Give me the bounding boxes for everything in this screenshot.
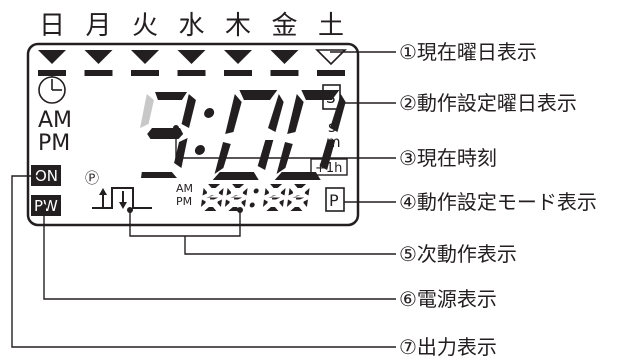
next-pm: PM bbox=[176, 195, 192, 208]
weekday-bar bbox=[224, 70, 252, 76]
seven-segment bbox=[286, 199, 292, 207]
seven-segment bbox=[292, 195, 305, 200]
weekday-bar bbox=[317, 70, 345, 76]
seven-segment bbox=[226, 188, 232, 196]
program-mark: Ⓟ bbox=[85, 171, 99, 187]
weekday-label: 土 bbox=[318, 11, 344, 41]
weekday-triangle bbox=[177, 50, 206, 64]
weekday-bar bbox=[177, 70, 206, 76]
seven-segment bbox=[218, 188, 224, 196]
p-box-label: P bbox=[329, 191, 339, 210]
s-box-indicator bbox=[322, 84, 341, 110]
callout-2: ②動作設定曜日表示 bbox=[399, 91, 577, 115]
seven-segment bbox=[206, 195, 219, 200]
seven-segment bbox=[279, 199, 284, 207]
am-indicator: AM bbox=[38, 108, 72, 133]
weekday-triangle bbox=[270, 50, 299, 64]
weekday-label: 火 bbox=[132, 11, 158, 41]
next-time-digits bbox=[200, 184, 310, 211]
weekday-bar bbox=[38, 70, 66, 76]
weekday-label: 水 bbox=[179, 11, 205, 41]
p-box-indicator bbox=[325, 187, 345, 212]
seven-segment bbox=[270, 184, 283, 188]
pm-indicator: PM bbox=[38, 131, 70, 156]
seven-segment bbox=[241, 199, 246, 207]
weekday-triangle bbox=[315, 49, 347, 66]
weekday-labels: 日月火水木金土 bbox=[39, 11, 344, 41]
on-badge-label: ON bbox=[35, 167, 58, 185]
plus1h-box bbox=[310, 158, 348, 176]
on-badge bbox=[31, 165, 61, 186]
seven-segment bbox=[208, 184, 221, 188]
seven-segment bbox=[204, 207, 217, 211]
small-colon-dot bbox=[253, 188, 259, 194]
seconds-unit: s bbox=[328, 118, 336, 136]
seven-segment bbox=[290, 207, 303, 211]
seven-segment bbox=[294, 184, 307, 188]
weekday-label: 木 bbox=[225, 11, 251, 41]
callout-3: ③現在時刻 bbox=[399, 146, 497, 170]
seven-segment bbox=[268, 195, 281, 200]
seven-segment bbox=[288, 188, 294, 196]
s-box-label: S bbox=[326, 89, 336, 107]
seven-segment bbox=[303, 199, 308, 207]
seven-segment bbox=[264, 188, 270, 196]
callout-6: ⑥電源表示 bbox=[399, 287, 497, 311]
weekday-bar bbox=[270, 70, 299, 76]
callout-7: ⑦出力表示 bbox=[399, 335, 497, 359]
next-action-arrows bbox=[92, 187, 152, 209]
clock-icon bbox=[38, 74, 66, 104]
weekday-triangle bbox=[131, 50, 159, 64]
weekday-label: 日 bbox=[39, 11, 65, 41]
seven-segment bbox=[280, 188, 286, 196]
weekday-bar bbox=[84, 70, 113, 76]
weekday-label: 金 bbox=[272, 11, 298, 41]
leader-lines bbox=[11, 51, 396, 348]
callout-5: ⑤次動作表示 bbox=[399, 242, 517, 266]
weekday-triangle bbox=[224, 50, 252, 64]
weekday-indicators bbox=[38, 49, 347, 76]
seven-segment bbox=[200, 199, 206, 207]
minutes-unit: m bbox=[326, 133, 341, 151]
small-colon-dot bbox=[249, 202, 255, 208]
callout-4: ④動作設定モード表示 bbox=[399, 190, 597, 214]
plus1h-label: +1h bbox=[315, 161, 342, 176]
seven-segment bbox=[242, 188, 248, 196]
weekday-triangle bbox=[38, 50, 66, 64]
seven-segment bbox=[266, 207, 279, 211]
seven-segment bbox=[202, 188, 208, 196]
weekday-triangle bbox=[84, 50, 113, 64]
weekday-label: 月 bbox=[86, 11, 112, 41]
callout-1: ①現在曜日表示 bbox=[399, 40, 537, 64]
seven-segment bbox=[304, 188, 310, 196]
weekday-bar bbox=[131, 70, 159, 76]
seven-segment bbox=[230, 195, 243, 200]
seven-segment bbox=[217, 199, 222, 207]
next-am: AM bbox=[176, 182, 193, 195]
seven-segment bbox=[224, 199, 230, 207]
lcd-frame bbox=[26, 42, 360, 227]
seven-segment bbox=[262, 199, 268, 207]
seven-segment bbox=[232, 184, 245, 188]
